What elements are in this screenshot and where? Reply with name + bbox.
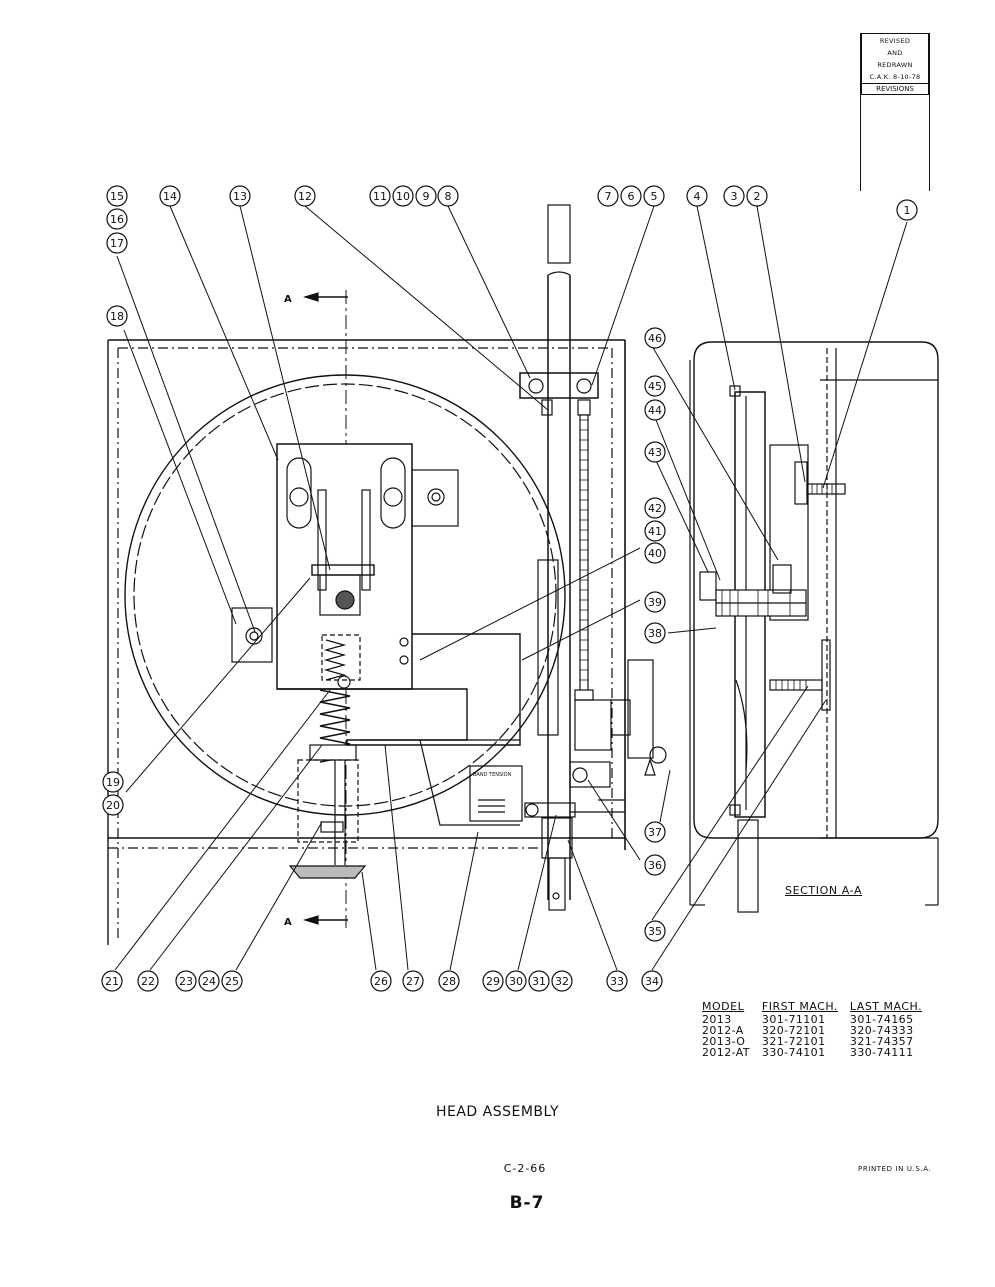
table-cell: 321-74357 (849, 1035, 914, 1048)
model-serial-table: MODEL FIRST MACH. LAST MACH. 2013 301-71… (702, 1000, 934, 1058)
revision-note: REVISED AND REDRAWN C.A.K. 8-10-78 (861, 33, 929, 83)
balloon-41: 41 (648, 525, 662, 538)
balloon-18: 18 (110, 310, 124, 323)
balloon-46: 46 (648, 332, 662, 345)
balloon-7: 7 (605, 190, 612, 203)
balloon-17: 17 (110, 237, 124, 250)
balloon-45: 45 (648, 380, 662, 393)
table-cell: 2012-A (702, 1024, 744, 1037)
balloon-38: 38 (648, 627, 662, 640)
leader-lines (114, 205, 908, 971)
balloon-2: 2 (754, 190, 761, 203)
balloon-numbers: 15 16 17 18 14 13 12 11 10 9 8 7 6 5 4 3… (105, 190, 911, 988)
balloon-21: 21 (105, 975, 119, 988)
tension-bracket (231, 607, 273, 663)
balloon-15: 15 (110, 190, 124, 203)
revision-line: REVISED (879, 37, 911, 45)
printed-in-usa: PRINTED IN U.S.A. (858, 1165, 932, 1173)
section-a-a-label: SECTION A-A (785, 884, 863, 897)
table-cell: 301-74165 (849, 1013, 914, 1026)
balloon-37: 37 (648, 826, 662, 839)
drawing-number: C-2-66 (503, 1162, 547, 1175)
balloon-36: 36 (648, 859, 662, 872)
revision-block: REVISED AND REDRAWN C.A.K. 8-10-78 REVIS… (860, 33, 930, 191)
balloon-30: 30 (509, 975, 523, 988)
balloon-16: 16 (110, 213, 124, 226)
page-number: B-7 (509, 1193, 545, 1213)
guide-plate (276, 443, 459, 690)
drawing-title: HEAD ASSEMBLY (435, 1104, 560, 1120)
balloon-9: 9 (423, 190, 430, 203)
balloon-29: 29 (486, 975, 500, 988)
balloon-39: 39 (648, 596, 662, 609)
balloon-27: 27 (406, 975, 420, 988)
revisions-label: REVISIONS (861, 83, 929, 95)
balloon-35: 35 (648, 925, 662, 938)
table-cell: 320-74333 (849, 1024, 914, 1037)
table-row: 2013-O 321-72101 321-74357 (702, 1036, 934, 1047)
balloon-32: 32 (555, 975, 569, 988)
guide-post (519, 204, 667, 911)
balloon-13: 13 (233, 190, 247, 203)
balloon-33: 33 (610, 975, 624, 988)
revision-line: C.A.K. 8-10-78 (869, 73, 921, 81)
table-header-model: MODEL (702, 1000, 745, 1013)
balloon-6: 6 (628, 190, 635, 203)
balloon-44: 44 (648, 404, 662, 417)
balloon-42: 42 (648, 502, 662, 515)
balloon-19: 19 (106, 776, 120, 789)
table-cell: 320-72101 (761, 1024, 826, 1037)
balloon-25: 25 (225, 975, 239, 988)
balloon-1: 1 (904, 204, 911, 217)
balloon-26: 26 (374, 975, 388, 988)
balloon-24: 24 (202, 975, 216, 988)
table-cell: 2013-O (702, 1035, 746, 1048)
balloon-28: 28 (442, 975, 456, 988)
table-cell: 321-72101 (761, 1035, 826, 1048)
balloon-40: 40 (648, 547, 662, 560)
housing-frame (107, 339, 626, 945)
balloon-5: 5 (651, 190, 658, 203)
band-tension-label: BAND TENSION (473, 772, 512, 778)
table-cell: 330-74111 (849, 1046, 914, 1059)
balloon-8: 8 (445, 190, 452, 203)
balloon-34: 34 (645, 975, 659, 988)
balloon-31: 31 (532, 975, 546, 988)
table-row: 2013 301-71101 301-74165 (702, 1014, 934, 1025)
section-a-a-view (689, 341, 939, 913)
section-mark-a-top: A (284, 294, 292, 305)
balloon-22: 22 (141, 975, 155, 988)
revision-line: AND (887, 49, 903, 57)
table-header-first-mach: FIRST MACH. (761, 1000, 838, 1013)
tension-spring (288, 634, 367, 879)
balloon-4: 4 (694, 190, 701, 203)
table-cell: 330-74101 (761, 1046, 826, 1059)
balloon-10: 10 (396, 190, 410, 203)
section-mark-a-bottom: A (284, 917, 292, 928)
head-assembly-diagram: A A (101, 185, 939, 992)
balloon-12: 12 (298, 190, 312, 203)
table-header-last-mach: LAST MACH. (849, 1000, 923, 1013)
balloon-23: 23 (179, 975, 193, 988)
revision-line: REDRAWN (877, 61, 913, 69)
table-cell: 2012-AT (702, 1046, 750, 1059)
balloon-43: 43 (648, 446, 662, 459)
slide-bracket (277, 633, 523, 826)
table-cell: 2013 (702, 1013, 732, 1026)
frame-right (570, 799, 625, 813)
callout-balloons (101, 185, 918, 992)
balloon-3: 3 (731, 190, 738, 203)
balloon-14: 14 (163, 190, 177, 203)
table-row: 2012-AT 330-74101 330-74111 (702, 1047, 934, 1058)
balloon-20: 20 (106, 799, 120, 812)
table-cell: 301-71101 (761, 1013, 826, 1026)
table-row: 2012-A 320-72101 320-74333 (702, 1025, 934, 1036)
balloon-11: 11 (373, 190, 387, 203)
